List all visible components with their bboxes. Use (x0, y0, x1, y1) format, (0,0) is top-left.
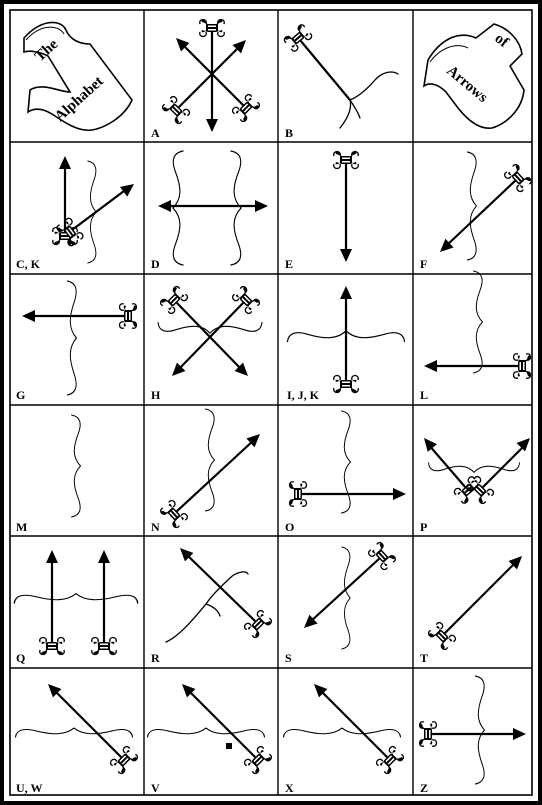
glyph-n (159, 409, 264, 529)
cell-label-r: R (151, 651, 160, 665)
glyph-z (420, 676, 527, 784)
cell-label-h: H (151, 388, 161, 402)
cell-label-o: O (285, 520, 294, 534)
glyph-s (300, 541, 397, 649)
cell-label-c-k: C, K (16, 257, 41, 271)
cell-label-i-j-k: I, J, K (287, 388, 320, 402)
cell-label-p: P (420, 520, 427, 534)
glyph-d (158, 151, 268, 265)
glyph-m (72, 415, 81, 517)
title-banner-left: The Alphabet (24, 22, 132, 130)
cell-label-m: M (16, 520, 27, 534)
cell-label-v: V (151, 781, 160, 795)
glyph-r (166, 544, 273, 642)
glyph-b (283, 24, 398, 128)
title-banner-right: of Arrows (424, 24, 524, 128)
glyph-i-j-k (288, 286, 405, 393)
glyph-a (161, 20, 260, 133)
glyph-v (148, 680, 273, 775)
cell-label-a: A (151, 126, 160, 140)
glyph-t (427, 552, 526, 651)
cell-label-t: T (420, 651, 428, 665)
cell-label-b: B (285, 126, 293, 140)
glyph-o (290, 411, 407, 513)
glyph-h (158, 285, 262, 380)
glyph-c-k (53, 156, 138, 263)
cell-label-q: Q (16, 651, 25, 665)
glyph-q (14, 550, 138, 655)
cell-label-g: G (16, 388, 25, 402)
cell-label-l: L (420, 388, 428, 402)
glyph-f (436, 152, 533, 260)
glyph-u-w (15, 680, 138, 775)
cell-label-d: D (151, 257, 160, 271)
cell-label-f: F (420, 257, 427, 271)
cell-label-z: Z (420, 781, 428, 795)
glyph-p (419, 434, 534, 505)
cell-label-s: S (285, 651, 292, 665)
glyph-x (284, 680, 405, 775)
cell-label-u-w: U, W (16, 781, 42, 795)
cell-label-n: N (151, 520, 160, 534)
glyph-e (334, 152, 359, 263)
cell-label-x: X (285, 781, 294, 795)
cell-label-e: E (285, 257, 293, 271)
glyph-l (424, 271, 531, 378)
glyph-g (22, 281, 137, 395)
